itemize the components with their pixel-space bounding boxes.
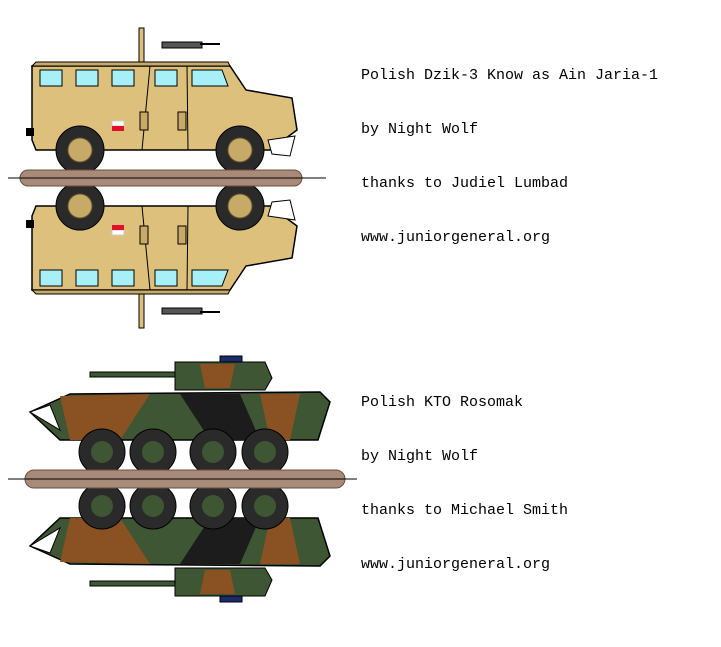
model-thanks: thanks to Judiel Lumbad [361, 175, 569, 192]
rosomak-caption: Polish KTO Rosomak by Night Wolf thanks … [361, 358, 568, 592]
dzik-side-bottom [25, 181, 298, 329]
model-thanks: thanks to Michael Smith [361, 502, 569, 519]
model-title: Polish Dzik-3 Know as Ain Jaria-1 [361, 67, 659, 84]
model-website: www.juniorgeneral.org [361, 556, 551, 573]
model-author: by Night Wolf [361, 121, 479, 138]
rosomak-side-bottom [29, 482, 331, 603]
dzik-caption: Polish Dzik-3 Know as Ain Jaria-1 by Nig… [361, 31, 658, 265]
model-author: by Night Wolf [361, 448, 479, 465]
model-website: www.juniorgeneral.org [361, 229, 551, 246]
dzik-3-model [8, 27, 326, 329]
model-title: Polish KTO Rosomak [361, 394, 524, 411]
rosomak-model [8, 355, 357, 603]
rosomak-side-top [29, 355, 331, 476]
dzik-side-top [25, 27, 298, 175]
